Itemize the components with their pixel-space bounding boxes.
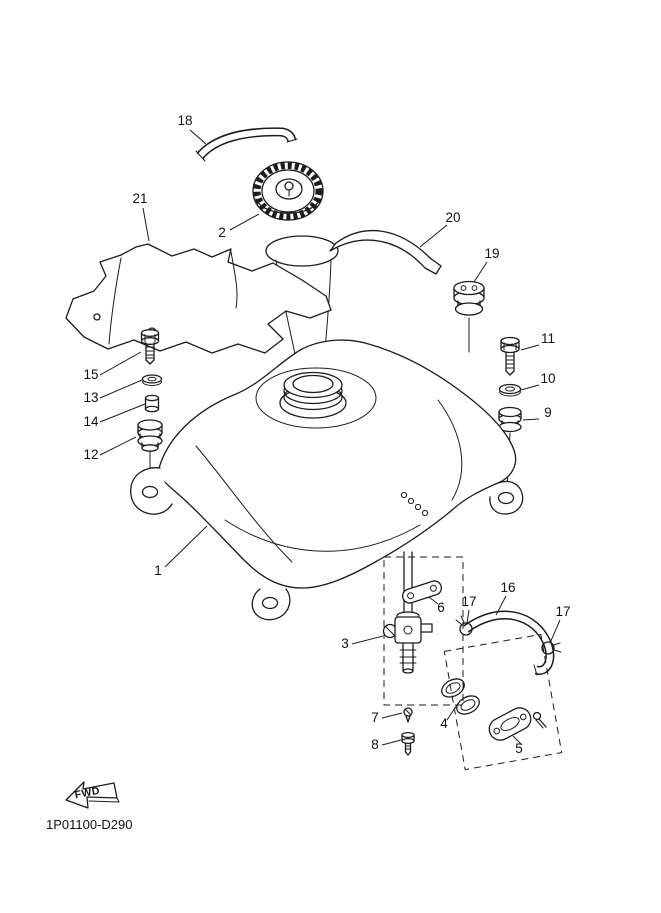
hose-clamp-17-right	[541, 641, 562, 655]
callout-16: 16	[495, 580, 516, 616]
callout-3: 3	[341, 635, 384, 651]
collar-14	[144, 394, 160, 413]
callout-9: 9	[522, 405, 552, 421]
bolt-11	[500, 336, 520, 376]
fwd-label: FWD	[74, 785, 101, 802]
feed-pipe	[403, 551, 413, 615]
svg-text:14: 14	[83, 414, 99, 429]
gasket-6	[401, 580, 443, 604]
svg-text:10: 10	[540, 371, 555, 386]
svg-text:11: 11	[541, 331, 555, 346]
svg-text:17: 17	[555, 604, 570, 619]
fuel-cock	[382, 611, 433, 674]
callout-17-left: 17	[461, 594, 477, 624]
callout-11: 11	[520, 331, 555, 351]
hose-clamp-17-left	[455, 615, 473, 636]
svg-text:9: 9	[544, 405, 552, 420]
callout-4: 4	[440, 704, 458, 731]
svg-text:7: 7	[371, 710, 379, 725]
svg-text:21: 21	[132, 191, 147, 206]
washer-13	[141, 374, 163, 386]
callout-13: 13	[83, 379, 143, 405]
svg-text:5: 5	[515, 741, 523, 756]
callout-14: 14	[83, 403, 146, 429]
svg-text:2: 2	[218, 225, 226, 240]
damper-grommet-19	[453, 280, 485, 353]
grommet-9	[498, 406, 522, 491]
svg-text:1: 1	[154, 563, 162, 578]
svg-text:8: 8	[371, 737, 379, 752]
svg-text:18: 18	[177, 113, 192, 128]
callout-18: 18	[177, 113, 207, 145]
callout-2: 2	[218, 213, 260, 240]
bolt-15	[140, 329, 160, 365]
bolt-8	[401, 731, 415, 756]
callouts: 18 21 2 20 19 11 10 9 15 13 14 12 1 6 17…	[83, 113, 570, 756]
callout-8: 8	[371, 737, 402, 752]
fuel-tank	[130, 339, 524, 621]
fuel-hose-16	[463, 610, 555, 676]
svg-text:16: 16	[500, 580, 515, 595]
callout-1: 1	[154, 525, 208, 578]
fuel-cap	[252, 161, 324, 221]
dashed-box-petcock	[383, 556, 464, 706]
svg-text:13: 13	[83, 390, 98, 405]
callout-12: 12	[83, 436, 137, 462]
cover-plate-5	[488, 707, 547, 741]
svg-text:12: 12	[83, 447, 98, 462]
callout-21: 21	[132, 191, 150, 242]
callout-15: 15	[83, 351, 142, 382]
callout-17-right: 17	[549, 604, 571, 644]
callout-10: 10	[520, 371, 556, 391]
svg-text:4: 4	[440, 716, 448, 731]
drawing-number: 1P01100-D290	[46, 817, 133, 832]
svg-text:3: 3	[341, 636, 349, 651]
callout-20: 20	[419, 210, 461, 248]
washer-10	[498, 383, 522, 397]
svg-text:17: 17	[461, 594, 476, 609]
svg-text:19: 19	[484, 246, 499, 261]
breather-hose	[195, 127, 298, 162]
svg-text:15: 15	[83, 367, 98, 382]
tank-bracket	[329, 230, 442, 275]
o-rings-4	[441, 678, 480, 715]
screw-7	[403, 707, 413, 723]
filler-neck	[279, 371, 347, 419]
callout-6: 6	[428, 596, 445, 615]
callout-7: 7	[371, 710, 403, 725]
grommet-12	[137, 419, 163, 469]
svg-text:20: 20	[445, 210, 460, 225]
callout-19: 19	[473, 246, 500, 283]
dashed-box-outlet	[443, 633, 563, 771]
callout-5: 5	[512, 735, 523, 756]
fwd-arrow: FWD	[65, 781, 120, 809]
svg-text:6: 6	[437, 600, 445, 615]
